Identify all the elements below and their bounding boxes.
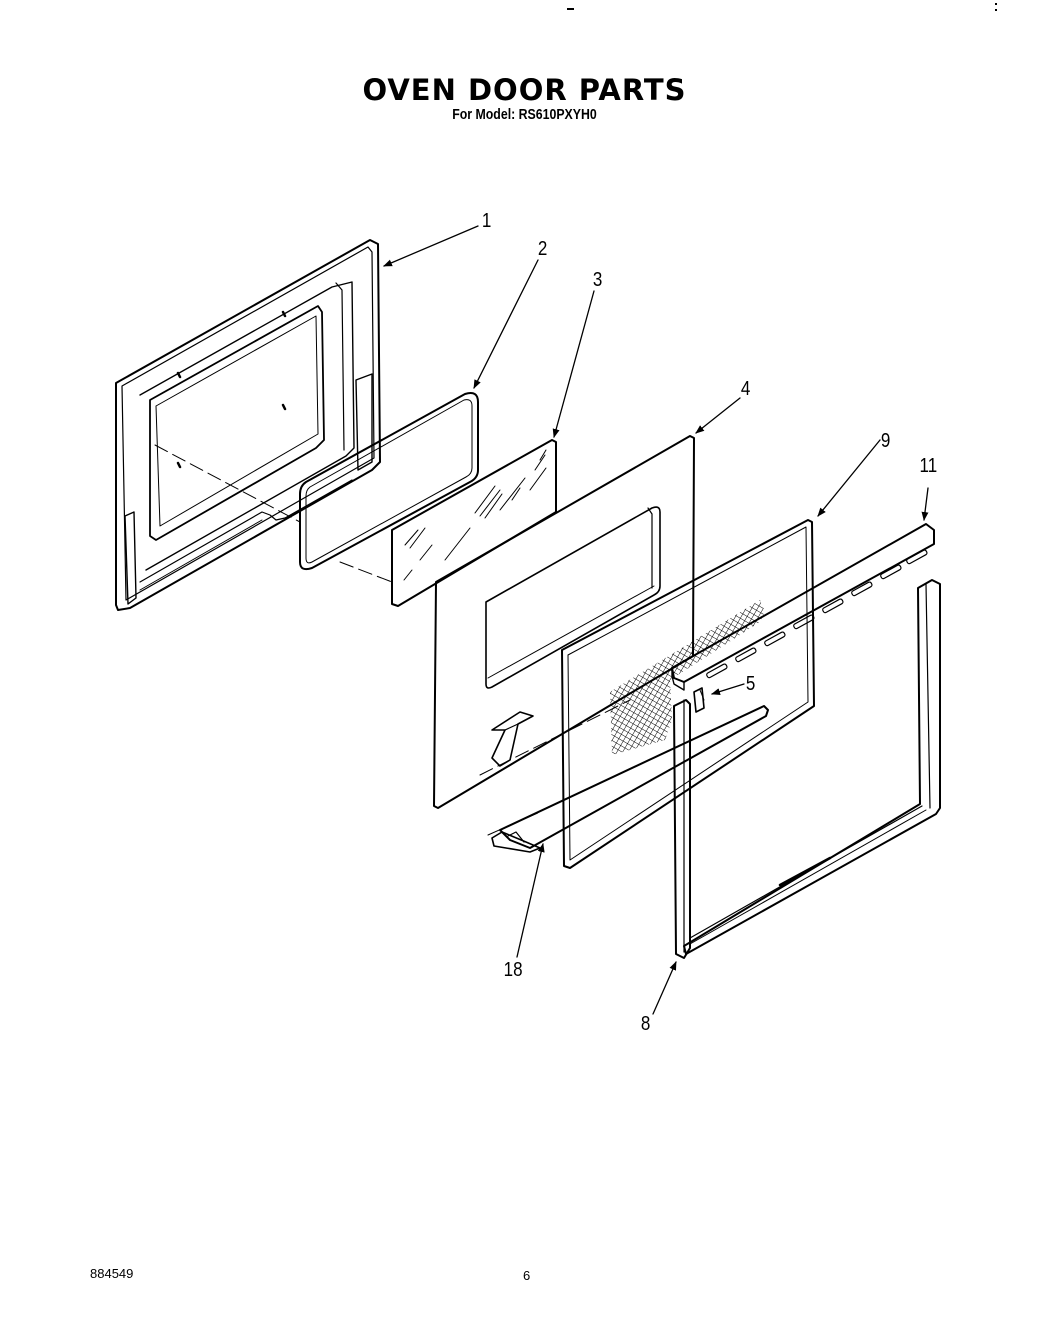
leader-lines: [383, 225, 929, 1015]
page-title: OVEN DOOR PARTS: [362, 73, 687, 107]
scan-mark: [995, 3, 997, 5]
document-number: 884549: [90, 1266, 134, 1281]
callout-18: 18: [503, 959, 523, 981]
part-11-top-vent-trim: [671, 523, 935, 691]
part-2-window-gasket: [299, 392, 479, 571]
part-3-window-glass: [391, 439, 557, 607]
scan-mark: [995, 9, 997, 11]
alignment-lines: [154, 444, 631, 836]
callout-11: 11: [919, 455, 938, 477]
part-4-inner-door-liner: [433, 435, 695, 809]
callout-4: 4: [740, 378, 751, 400]
part-9-door-panel: [561, 519, 815, 869]
callout-2: 2: [537, 238, 548, 260]
callout-9: 9: [880, 430, 891, 452]
model-number: For Model: RS610PXYH0: [452, 107, 597, 123]
callout-5: 5: [745, 673, 756, 695]
page-number: 6: [523, 1268, 531, 1283]
part-18-door-handle: [491, 705, 769, 853]
part-1-outer-door-panel: [115, 239, 381, 611]
part-5-bracket: [693, 687, 705, 713]
part-8-door-frame: [673, 579, 941, 959]
callout-1: 1: [481, 210, 492, 232]
scan-mark: [567, 8, 574, 10]
callout-8: 8: [640, 1013, 651, 1035]
callout-3: 3: [592, 269, 603, 291]
